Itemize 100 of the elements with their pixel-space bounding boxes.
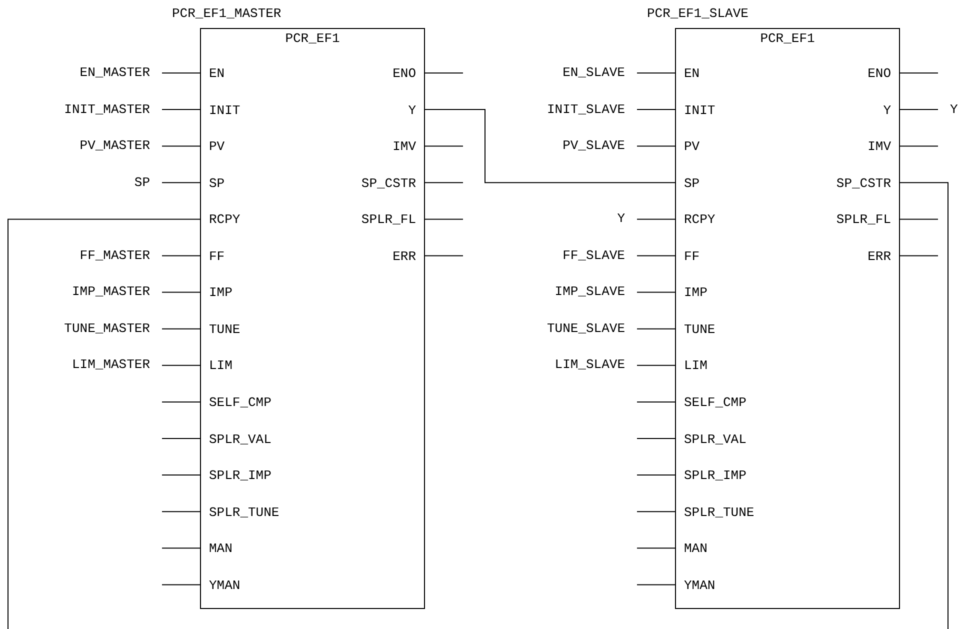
variable-label: Y xyxy=(617,211,637,228)
wire xyxy=(636,218,676,220)
input-pin-label: PV xyxy=(675,139,700,156)
variable-label: TUNE_SLAVE xyxy=(546,320,637,337)
input-pin-label: FF xyxy=(200,248,225,265)
input-pin-label: SELF_CMP xyxy=(200,394,272,411)
output-pin-label: Y xyxy=(883,102,900,119)
variable-label: INIT_MASTER xyxy=(64,102,162,118)
instance-name: PCR_EF1_SLAVE xyxy=(647,6,748,22)
wire xyxy=(424,182,464,184)
input-pin-label: SELF_CMP xyxy=(675,394,746,411)
wire xyxy=(162,328,200,330)
input-pin-label: INIT xyxy=(200,102,240,119)
input-pin-label: SPLR_TUNE xyxy=(675,504,754,521)
output-pin-label: ENO xyxy=(868,66,900,82)
wire xyxy=(636,255,676,256)
variable-label: INIT_SLAVE xyxy=(546,102,637,118)
wire xyxy=(636,584,676,586)
wire xyxy=(162,401,200,402)
wire xyxy=(636,548,676,549)
output-pin-label: ENO xyxy=(392,66,425,82)
wire xyxy=(8,218,200,629)
input-pin-label: SPLR_IMP xyxy=(675,468,746,484)
wire xyxy=(162,438,200,439)
variable-label: EN_MASTER xyxy=(80,65,162,81)
wire xyxy=(424,218,464,220)
block-type-name: PCR_EF1 xyxy=(284,31,341,47)
wire xyxy=(162,474,200,476)
output-pin-label: IMV xyxy=(392,139,425,156)
function-block xyxy=(200,28,425,609)
wire xyxy=(162,584,200,586)
input-pin-label: YMAN xyxy=(200,578,240,594)
wire xyxy=(636,438,676,439)
output-pin-label: SP_CSTR xyxy=(361,176,425,192)
wire xyxy=(162,511,200,512)
output-pin-label: IMV xyxy=(868,139,900,156)
wire xyxy=(162,72,200,74)
wire xyxy=(162,182,200,184)
input-pin-label: IMP xyxy=(200,285,232,302)
wire xyxy=(900,109,938,110)
wire xyxy=(900,218,938,220)
input-pin-label: LIM xyxy=(675,358,708,374)
function-block xyxy=(675,28,900,609)
wire xyxy=(424,109,676,184)
input-pin-label: TUNE xyxy=(675,322,716,338)
wire xyxy=(636,364,676,366)
wire xyxy=(636,109,676,110)
variable-label: EN_SLAVE xyxy=(562,65,637,81)
variable-label: TUNE_MASTER xyxy=(64,320,162,337)
input-pin-label: EN xyxy=(200,66,225,82)
input-pin-label: PV xyxy=(200,139,225,156)
variable-label: IMP_MASTER xyxy=(72,284,162,300)
input-pin-label: TUNE xyxy=(200,322,240,338)
wire xyxy=(900,72,938,74)
input-pin-label: SPLR_IMP xyxy=(200,468,272,484)
wire xyxy=(424,255,464,256)
wire xyxy=(636,401,676,402)
input-pin-label: INIT xyxy=(675,102,716,119)
wire xyxy=(636,328,676,330)
input-pin-label: MAN xyxy=(675,541,708,558)
input-pin-label: YMAN xyxy=(675,578,716,594)
output-pin-label: SPLR_FL xyxy=(836,212,900,228)
variable-label: LIM_MASTER xyxy=(72,357,162,374)
variable-label: PV_MASTER xyxy=(80,138,162,154)
instance-name: PCR_EF1_MASTER xyxy=(172,6,282,22)
input-pin-label: SP xyxy=(200,176,225,192)
variable-label: LIM_SLAVE xyxy=(554,357,637,374)
block-type-name: PCR_EF1 xyxy=(759,31,816,47)
variable-label: SP xyxy=(134,174,162,191)
wire xyxy=(162,364,200,366)
wire xyxy=(636,146,676,147)
output-pin-label: ERR xyxy=(868,248,900,265)
wire xyxy=(162,146,200,147)
wire xyxy=(636,511,676,512)
input-pin-label: RCPY xyxy=(200,212,240,228)
input-pin-label: FF xyxy=(675,248,700,265)
wire xyxy=(636,72,676,74)
wire xyxy=(162,548,200,549)
variable-label: FF_SLAVE xyxy=(562,248,637,264)
output-pin-label: SP_CSTR xyxy=(836,176,900,192)
variable-label: IMP_SLAVE xyxy=(554,284,637,300)
wire xyxy=(162,292,200,293)
variable-label: FF_MASTER xyxy=(80,248,162,264)
input-pin-label: RCPY xyxy=(675,212,716,228)
wire xyxy=(162,109,200,110)
input-pin-label: SPLR_TUNE xyxy=(200,504,280,521)
wire xyxy=(636,474,676,476)
wire xyxy=(636,292,676,293)
input-pin-label: LIM xyxy=(200,358,232,374)
input-pin-label: SP xyxy=(675,176,700,192)
input-pin-label: SPLR_VAL xyxy=(200,432,272,448)
variable-label: PV_SLAVE xyxy=(562,138,637,154)
input-pin-label: MAN xyxy=(200,541,232,558)
wire xyxy=(900,255,938,256)
output-pin-label: ERR xyxy=(392,248,425,265)
wire xyxy=(900,146,938,147)
wire xyxy=(162,255,200,256)
wire xyxy=(424,146,464,147)
input-pin-label: SPLR_VAL xyxy=(675,432,746,448)
variable-label: Y xyxy=(938,102,958,118)
